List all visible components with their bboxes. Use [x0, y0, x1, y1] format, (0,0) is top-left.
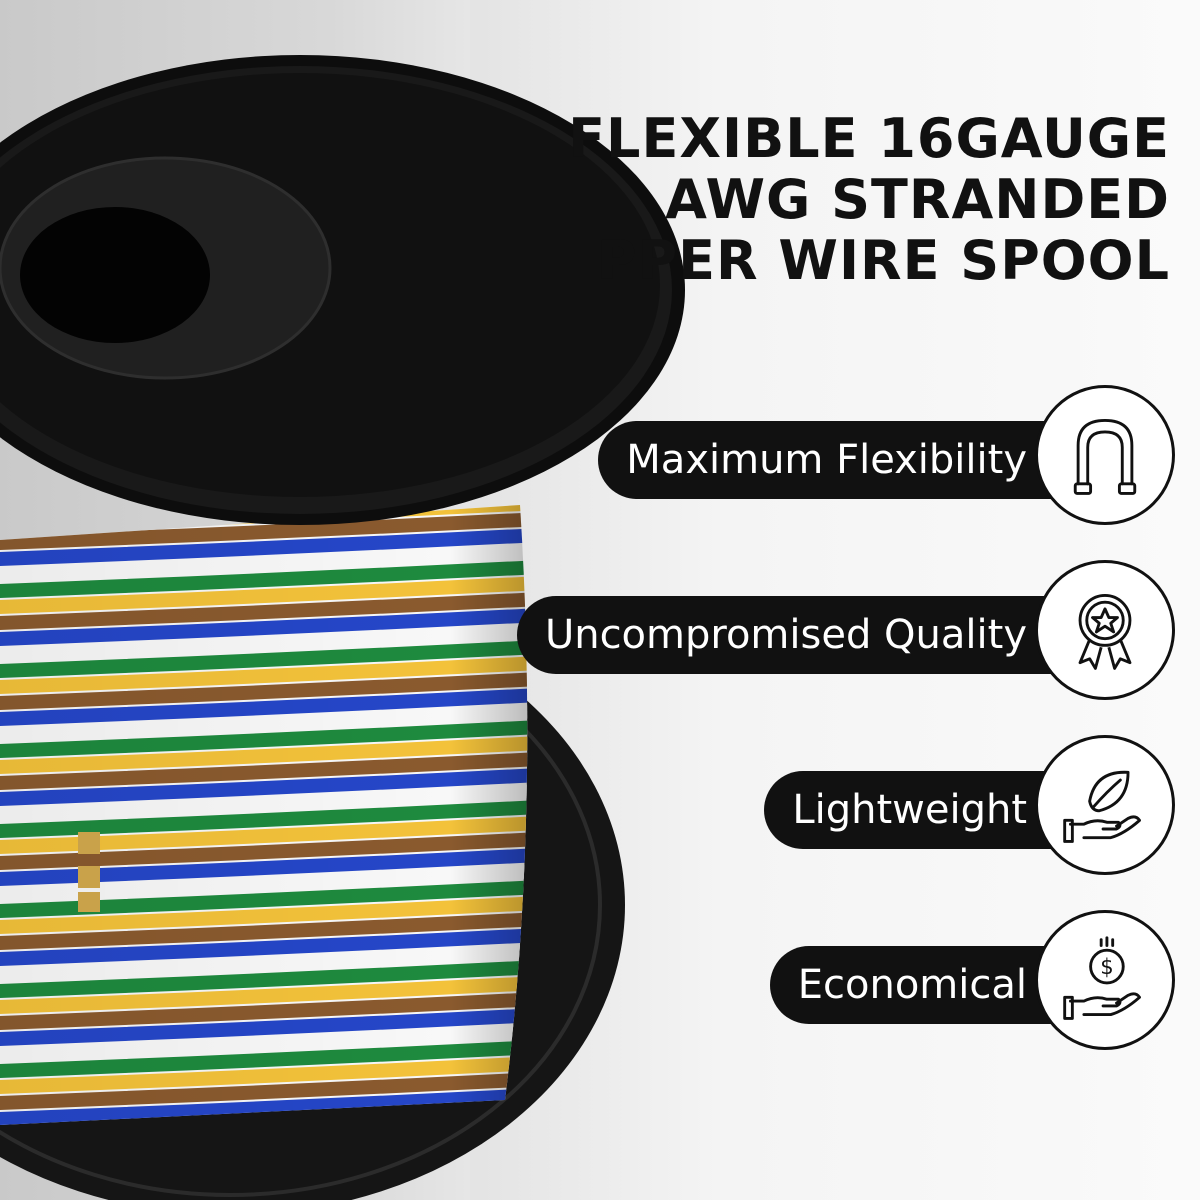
spool-hole — [20, 207, 210, 343]
headline-line-2: AWG STRANDED — [665, 168, 1170, 231]
wire-spool-image — [0, 55, 685, 1200]
feature-label: Maximum Flexibility — [598, 421, 1075, 499]
feature-economical: Economical $ — [575, 910, 1175, 1060]
award-ribbon-icon — [1035, 560, 1175, 700]
wire-end — [78, 832, 100, 854]
feature-lightweight: Lightweight — [575, 735, 1175, 885]
headline: FLEXIBLE 16GAUGE AWG STRANDED PPER WIRE … — [550, 108, 1170, 291]
wire-end — [78, 892, 100, 912]
bent-wire-icon — [1035, 385, 1175, 525]
feature-label: Economical — [769, 946, 1075, 1024]
headline-line-3: PPER WIRE SPOOL — [596, 229, 1170, 292]
svg-text:$: $ — [1100, 954, 1113, 979]
feature-label: Uncompromised Quality — [516, 596, 1075, 674]
money-hand-icon: $ — [1035, 910, 1175, 1050]
feature-maximum-flexibility: Maximum Flexibility — [575, 385, 1175, 535]
feature-uncompromised-quality: Uncompromised Quality — [516, 560, 1175, 710]
headline-line-1: FLEXIBLE 16GAUGE — [568, 107, 1170, 170]
leaf-hand-icon — [1035, 735, 1175, 875]
feature-label: Lightweight — [764, 771, 1075, 849]
wire-end — [78, 866, 100, 888]
